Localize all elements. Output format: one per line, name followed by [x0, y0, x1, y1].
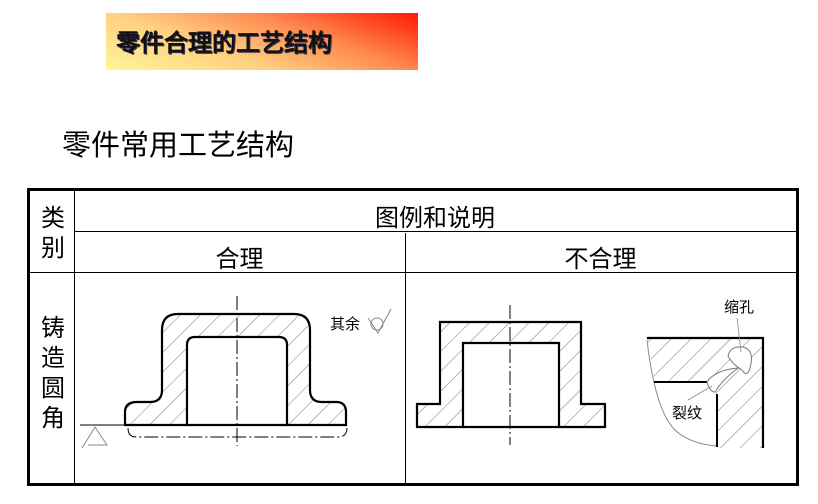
reasonable-casting-drawing — [80, 296, 392, 449]
row-divider — [30, 272, 796, 273]
shrinkage-hole-label: 缩孔 — [724, 298, 755, 316]
page-subtitle: 零件常用工艺结构 — [62, 128, 295, 162]
category-header: 类别 — [41, 204, 65, 262]
banner-title: 零件合理的工艺结构 — [116, 29, 332, 57]
unreasonable-casting-drawing — [415, 305, 607, 445]
title-banner: 零件合理的工艺结构 — [106, 13, 418, 70]
crack-label: 裂纹 — [672, 404, 703, 422]
column-divider — [74, 191, 75, 483]
rest-surface-label: 其余 — [330, 315, 361, 333]
row-divider — [74, 231, 796, 232]
illustration-header: 图例和说明 — [375, 204, 495, 232]
defect-detail-drawing — [646, 317, 765, 448]
column-divider — [405, 233, 406, 483]
reasonable-header: 合理 — [215, 245, 264, 273]
process-structure-table: 类别 图例和说明 合理 不合理 铸造圆角 — [27, 188, 799, 486]
row-category-casting-fillet: 铸造圆角 — [41, 314, 65, 432]
unreasonable-header: 不合理 — [564, 245, 637, 273]
